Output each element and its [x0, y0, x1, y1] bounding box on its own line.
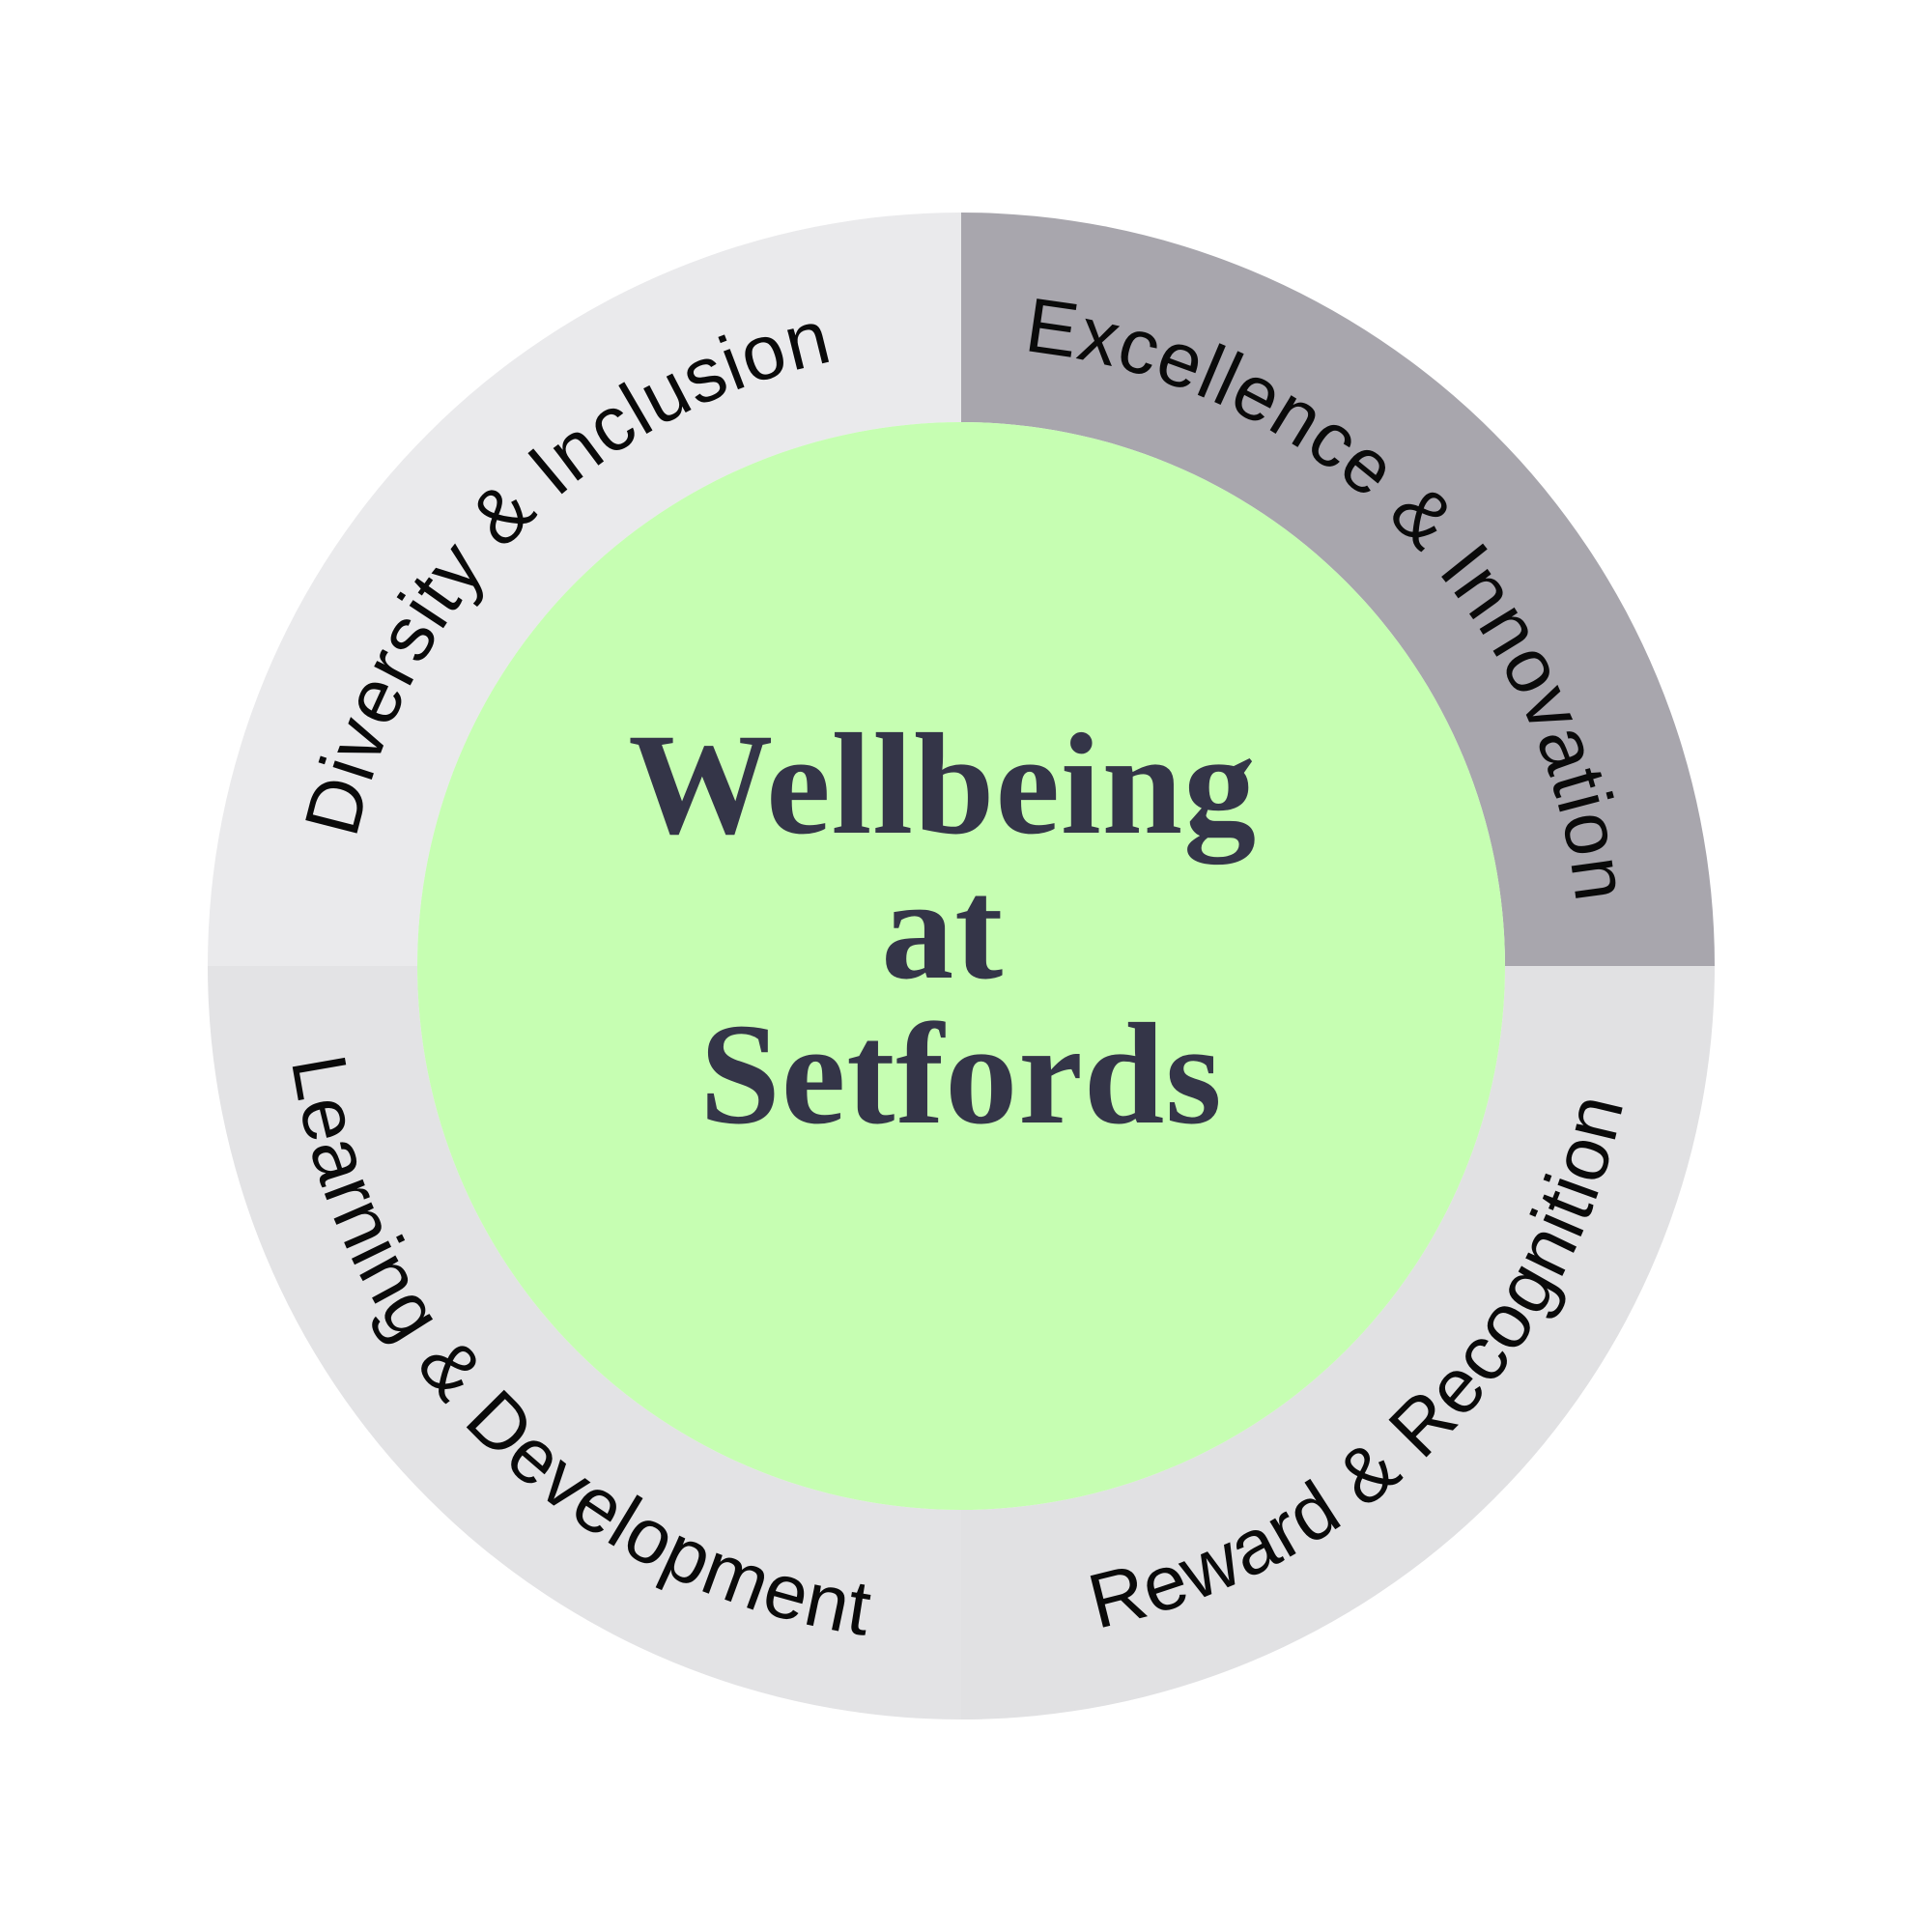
- center-title-line-1: Wellbeing: [628, 704, 1257, 865]
- ring-segment-diversity-inclusion: [208, 213, 961, 966]
- center-title-line-2: at: [881, 849, 1004, 1009]
- ring-segment-excellence-innovation: [961, 213, 1715, 966]
- ring-segment-reward-recognition: [961, 966, 1715, 1719]
- ring-segment-learning-development: [208, 966, 961, 1719]
- center-title: Wellbeing at Setfords: [628, 704, 1293, 1154]
- center-title-line-3: Setfords: [699, 994, 1222, 1154]
- center-circle: [417, 422, 1505, 1510]
